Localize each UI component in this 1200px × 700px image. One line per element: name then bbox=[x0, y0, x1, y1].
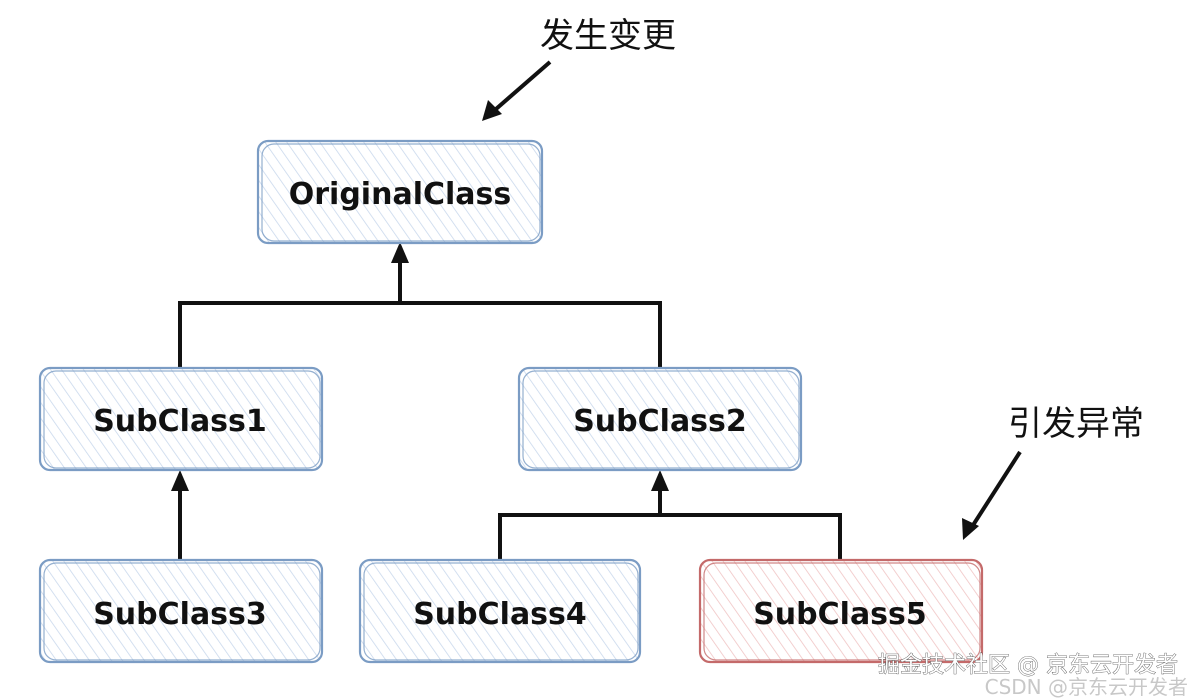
annotation-changed-arrowhead bbox=[482, 100, 502, 121]
annotation-exception-arrow bbox=[966, 450, 1022, 535]
arrowhead-sub1 bbox=[171, 470, 189, 491]
annotation-changed-text: 发生变更 bbox=[540, 16, 676, 56]
node-sub2-label: SubClass2 bbox=[573, 404, 747, 439]
annotation-exception-text: 引发异常 bbox=[1008, 404, 1144, 444]
arrowhead-sub2 bbox=[651, 470, 669, 491]
watermark-main: 掘金技术社区 @ 京东云开发者 bbox=[878, 653, 1178, 678]
connectors bbox=[178, 262, 842, 560]
node-sub4: SubClass4 bbox=[358, 558, 642, 664]
watermark-sub: CSDN @京东云开发者 bbox=[985, 675, 1188, 699]
node-sub1-label: SubClass1 bbox=[93, 404, 267, 439]
annotation-exception: 引发异常 bbox=[962, 404, 1144, 540]
node-sub5: SubClass5 bbox=[698, 558, 984, 664]
node-original-label: OriginalClass bbox=[289, 177, 511, 212]
connector-sub4-sub5-bus bbox=[498, 513, 842, 560]
node-sub3-label: SubClass3 bbox=[93, 597, 267, 632]
node-sub1: SubClass1 bbox=[38, 366, 324, 472]
annotation-changed-arrow bbox=[486, 60, 552, 118]
arrowheads bbox=[171, 242, 669, 491]
node-original: OriginalClass bbox=[256, 139, 544, 245]
arrowhead-original bbox=[391, 242, 409, 263]
node-sub3: SubClass3 bbox=[38, 558, 324, 664]
annotation-exception-arrowhead bbox=[962, 518, 979, 540]
node-sub5-label: SubClass5 bbox=[753, 597, 927, 632]
annotation-changed: 发生变更 bbox=[482, 16, 676, 121]
connector-sub1-sub2-bus bbox=[178, 301, 662, 368]
node-sub4-label: SubClass4 bbox=[413, 597, 587, 632]
node-sub2: SubClass2 bbox=[517, 366, 803, 472]
